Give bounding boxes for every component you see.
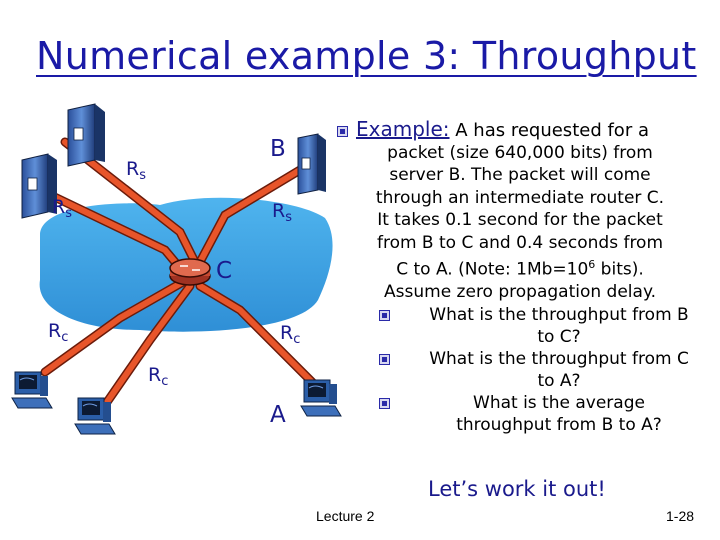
example-label: Example: <box>356 117 450 141</box>
label-client-A: A <box>270 402 286 428</box>
rate-label-rc: Rc <box>48 320 69 345</box>
example-line: through an intermediate router C. <box>375 187 665 208</box>
slide-title: Numerical example 3: Throughput <box>36 34 697 78</box>
example-intro: A has requested for a <box>455 120 649 141</box>
bullet-icon <box>379 353 390 365</box>
footer-page-number: 1-28 <box>666 508 695 524</box>
server-icon-B <box>297 133 326 195</box>
client-pc-icon-A <box>300 379 342 417</box>
footer-lecture: Lecture 2 <box>316 508 375 524</box>
network-links <box>35 137 325 410</box>
label-router-C: C <box>216 258 233 284</box>
example-line: server B. The packet will come <box>389 165 651 186</box>
rate-label-rs: Rs <box>126 158 146 183</box>
rate-label-rc: Rc <box>280 322 301 347</box>
example-first-line: Example: A has requested for a <box>337 118 720 142</box>
rate-label-rs: Rs <box>52 196 72 221</box>
example-line: Assume zero propagation delay. <box>384 282 656 303</box>
bullet-icon <box>337 125 348 137</box>
work-it-out-text: Let’s work it out! <box>428 477 606 501</box>
example-line: It takes 0.1 second for the packet <box>377 210 663 231</box>
bullet-icon <box>379 397 390 409</box>
rate-label-rc: Rc <box>148 364 169 389</box>
rate-label-rs: Rs <box>272 200 292 225</box>
example-line: packet (size 640,000 bits) from <box>387 143 653 163</box>
router-icon <box>169 258 211 286</box>
example-body: packet (size 640,000 bits) from server B… <box>355 142 685 304</box>
server-icon-left <box>21 153 57 219</box>
label-server-B: B <box>270 136 286 162</box>
example-line: from B to C and 0.4 seconds from <box>376 232 664 253</box>
bullet-icon <box>379 309 390 321</box>
example-line-note: C to A. (Note: 1Mb=106 bits). <box>396 258 644 280</box>
client-pc-icon-left <box>11 371 53 409</box>
example-block: Example: A has requested for a packet (s… <box>337 118 720 436</box>
server-icon-top-left <box>67 103 105 167</box>
client-pc-icon-bottom <box>74 397 116 435</box>
